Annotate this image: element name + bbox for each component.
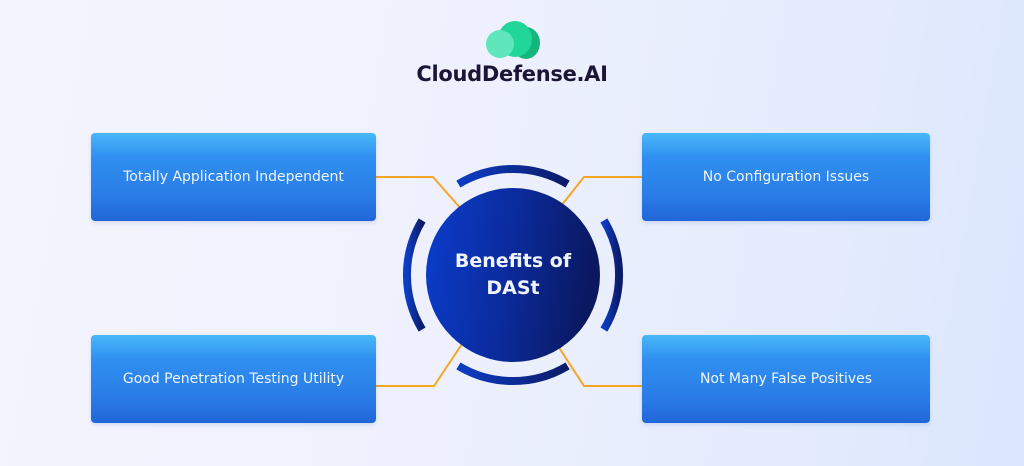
connector-top-right	[560, 176, 642, 207]
benefit-label: Good Penetration Testing Utility	[122, 371, 345, 387]
ring-arc-top	[456, 164, 570, 188]
connector-bottom-left	[376, 343, 463, 387]
benefit-label: No Configuration Issues	[702, 169, 870, 185]
benefit-label: Not Many False Positives	[699, 371, 873, 387]
benefit-label: Totally Application Independent	[123, 169, 344, 185]
brand-name: CloudDefense.AI	[416, 62, 608, 86]
center-title-line1: Benefits of	[454, 250, 572, 272]
outer-ring	[402, 164, 624, 386]
benefit-box-false-positives: Not Many False Positives	[642, 335, 930, 423]
logo-circle-light	[486, 30, 514, 58]
ring-arc-left	[402, 218, 426, 332]
brand-header: CloudDefense.AI	[0, 0, 1024, 100]
ring-arc-right	[600, 218, 624, 332]
center-circle	[426, 188, 600, 362]
connector-top-left	[376, 176, 463, 211]
cloud-circles-icon	[486, 21, 540, 59]
ring-arc-bottom	[456, 362, 570, 386]
benefit-box-application-independent: Totally Application Independent	[91, 133, 376, 221]
connector-bottom-right	[557, 345, 642, 387]
center-title: Benefits of DASt	[426, 188, 600, 362]
benefit-box-penetration-testing: Good Penetration Testing Utility	[91, 335, 376, 423]
benefit-box-no-configuration: No Configuration Issues	[642, 133, 930, 221]
center-title-line2: DASt	[486, 277, 540, 299]
